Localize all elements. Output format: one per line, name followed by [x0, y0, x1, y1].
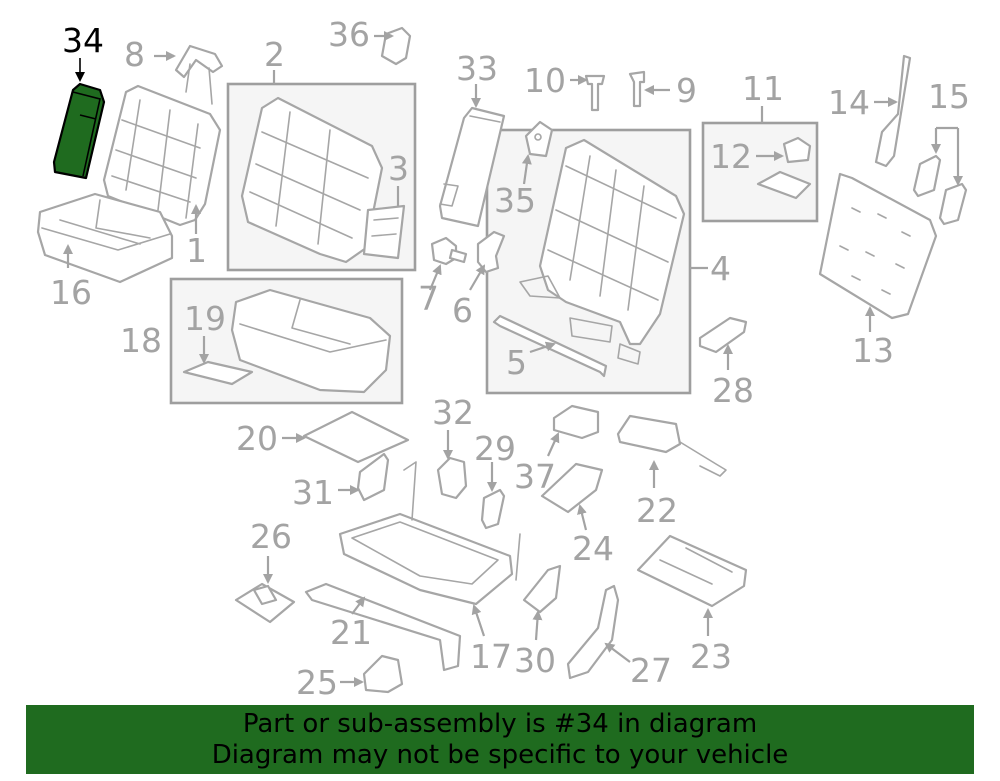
label-29: 29 [474, 429, 516, 468]
part-28-handle[interactable] [698, 316, 748, 354]
part-7-knob[interactable] [430, 236, 468, 266]
part-14-rod[interactable] [874, 54, 912, 168]
part-29-trim[interactable] [480, 488, 506, 530]
label-11: 11 [742, 69, 784, 108]
banner-line-2: Diagram may not be specific to your vehi… [211, 740, 789, 770]
part-36-bracket[interactable] [380, 26, 412, 66]
label-34: 34 [62, 21, 104, 60]
callout-labels: 34 8 36 2 33 10 9 11 14 15 3 12 35 1 16 … [50, 15, 970, 702]
label-4: 4 [710, 249, 731, 288]
part-4-seat-frame[interactable] [519, 138, 686, 365]
part-10-bolt[interactable] [584, 74, 606, 112]
label-6: 6 [452, 291, 473, 330]
label-37: 37 [514, 457, 556, 496]
part-13-back-panel[interactable] [818, 172, 938, 320]
label-9: 9 [676, 71, 697, 110]
part-20-mat[interactable] [302, 410, 410, 464]
part-23-bracket[interactable] [636, 534, 748, 608]
part-6-latch[interactable] [476, 230, 506, 274]
label-25: 25 [296, 663, 338, 702]
part-17-frame[interactable] [338, 461, 521, 606]
label-26: 26 [250, 517, 292, 556]
label-1: 1 [186, 231, 207, 270]
label-24: 24 [572, 529, 614, 568]
label-10: 10 [524, 61, 566, 100]
label-15: 15 [928, 77, 970, 116]
label-5: 5 [506, 343, 527, 382]
banner-line-1: Part or sub-assembly is #34 in diagram [242, 709, 758, 739]
part-2-seat-back-assembly[interactable] [240, 96, 384, 264]
label-16: 16 [50, 273, 92, 312]
part-1-seat-back[interactable] [102, 84, 222, 227]
label-28: 28 [712, 371, 754, 410]
label-20: 20 [236, 419, 278, 458]
part-27-trim[interactable] [566, 584, 620, 680]
part-11-pad[interactable] [756, 170, 812, 200]
part-19-pad[interactable] [182, 360, 254, 386]
info-banner: Part or sub-assembly is #34 in diagram D… [26, 705, 974, 774]
part-35-clip[interactable] [524, 120, 554, 158]
label-30: 30 [514, 641, 556, 680]
part-3-panel[interactable] [362, 204, 406, 260]
part-32-trim[interactable] [436, 456, 468, 500]
label-27: 27 [630, 651, 672, 690]
part-18-cushion-assembly[interactable] [230, 288, 392, 394]
label-12: 12 [710, 137, 752, 176]
label-33: 33 [456, 49, 498, 88]
label-18: 18 [120, 321, 162, 360]
label-22: 22 [636, 491, 678, 530]
label-14: 14 [828, 83, 870, 122]
label-36: 36 [328, 15, 370, 54]
label-32: 32 [432, 393, 474, 432]
part-21-rail[interactable] [304, 582, 462, 672]
label-8: 8 [124, 35, 145, 74]
label-35: 35 [494, 181, 536, 220]
part-26-bracket[interactable] [234, 582, 296, 624]
part-8-headrest[interactable] [174, 44, 224, 105]
part-15-cover-a[interactable] [912, 154, 942, 198]
part-33-trim-panel[interactable] [438, 106, 506, 228]
leader-lines [63, 31, 963, 687]
part-9-bolt[interactable] [628, 70, 646, 108]
label-13: 13 [852, 331, 894, 370]
label-17: 17 [470, 637, 512, 676]
part-25-block[interactable] [362, 654, 404, 694]
label-2: 2 [264, 35, 285, 74]
part-30-trim[interactable] [522, 564, 562, 614]
part-37-cover[interactable] [552, 404, 600, 440]
part-24-bracket[interactable] [540, 462, 604, 514]
part-22-rail[interactable] [616, 414, 727, 477]
label-19: 19 [184, 299, 226, 338]
label-3: 3 [388, 149, 409, 188]
part-16-seat-cushion[interactable] [36, 192, 174, 284]
label-23: 23 [690, 637, 732, 676]
part-12-bracket[interactable] [782, 136, 812, 164]
part-34-seat-back-panel[interactable] [52, 82, 106, 180]
label-7: 7 [418, 279, 439, 318]
label-21: 21 [330, 613, 372, 652]
part-15-cover-b[interactable] [938, 182, 968, 226]
label-31: 31 [292, 473, 334, 512]
